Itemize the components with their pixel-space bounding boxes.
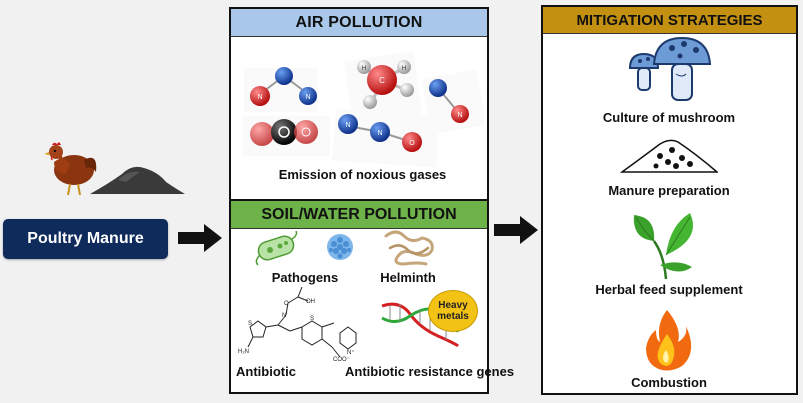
svg-text:N: N	[282, 313, 286, 319]
mitigation-strategies-header: MITIGATION STRATEGIES	[543, 7, 796, 34]
air-pollution-title: AIR POLLUTION	[295, 13, 423, 31]
atom-letter-n: N	[377, 130, 382, 137]
leaf-icon	[633, 213, 693, 280]
pathogens-label: Pathogens	[271, 270, 339, 285]
svg-text:N⁺: N⁺	[347, 349, 355, 356]
molecule-icon: N N O	[332, 108, 440, 168]
atom-letter-c: C	[379, 76, 385, 85]
atom-letter-n: N	[305, 94, 310, 101]
poultry-manure-label: Poultry Manure	[27, 230, 144, 247]
virus-icon	[327, 234, 353, 260]
molecule-icon: N N	[244, 67, 318, 112]
bacterium-icon	[255, 231, 298, 266]
svg-text:O: O	[284, 301, 289, 307]
helminth-label: Helminth	[380, 270, 436, 285]
atom-letter-h: H	[402, 66, 406, 72]
svg-text:S: S	[248, 321, 252, 327]
gas-molecules-illustration: N N C H H N	[242, 51, 485, 168]
svg-text:H₂N: H₂N	[238, 349, 249, 355]
soil-water-pollution-title: SOIL/WATER POLLUTION	[261, 205, 457, 223]
antibiotic-resistance-genes-label: Antibiotic resistance genes	[345, 364, 515, 379]
air-pollution-header: AIR POLLUTION	[231, 9, 487, 37]
emission-caption: Emission of noxious gases	[278, 167, 447, 182]
atom-letter-n: N	[257, 94, 262, 101]
mitigation-strategies-title: MITIGATION STRATEGIES	[576, 11, 763, 29]
chicken-icon	[44, 142, 97, 196]
fire-icon	[646, 310, 692, 371]
molecule-icon: C H H	[344, 51, 422, 123]
svg-text:OH: OH	[306, 299, 315, 305]
worm-icon	[384, 230, 434, 266]
soil-water-pollution-header: SOIL/WATER POLLUTION	[231, 199, 487, 229]
mitigation-item-herbal: Herbal feed supplement	[595, 282, 743, 297]
arrow-right-icon	[494, 216, 538, 244]
molecule-icon	[242, 116, 330, 156]
atom-letter-n: N	[345, 122, 350, 129]
manure-pile-icon	[620, 139, 718, 173]
heavy-metals-badge: Heavy metals	[428, 290, 478, 332]
mushroom-icon	[628, 36, 712, 101]
atom-letter-h: H	[362, 66, 366, 72]
svg-text:COO⁻: COO⁻	[333, 357, 350, 363]
manure-pile-icon	[90, 166, 185, 194]
chemical-structure-icon: H₂N S N O OH S COO⁻N⁺	[238, 287, 357, 363]
atom-letter-n: N	[457, 112, 462, 119]
arrow-right-icon	[178, 224, 222, 252]
atom-letter-o: O	[409, 140, 415, 147]
poultry-manure-box: Poultry Manure	[3, 219, 168, 259]
mitigation-item-mushroom: Culture of mushroom	[602, 110, 736, 125]
mitigation-item-preparation: Manure preparation	[608, 183, 730, 198]
mitigation-item-combustion: Combustion	[631, 375, 707, 390]
svg-text:S: S	[310, 316, 314, 322]
antibiotic-label: Antibiotic	[236, 364, 296, 379]
